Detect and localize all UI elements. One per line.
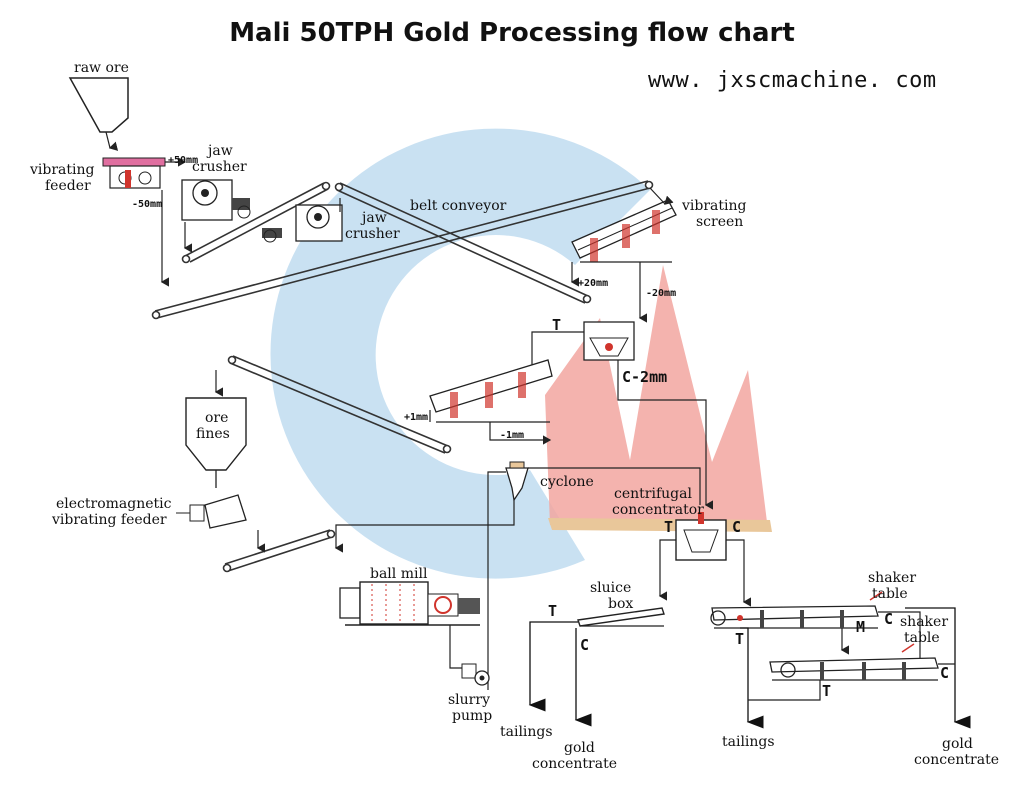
label-tailings-left: tailings xyxy=(500,724,553,740)
vibrating-screen-top xyxy=(570,187,677,323)
label-jaw-crusher-b-1: jaw xyxy=(360,210,387,226)
label-vibrating-screen-2: screen xyxy=(696,214,743,230)
label-t-sluice: T xyxy=(548,602,557,620)
label-belt-conveyor: belt conveyor xyxy=(410,198,507,214)
labels: raw ore vibrating feeder +50mm -50mm jaw… xyxy=(29,60,999,772)
cyclone xyxy=(334,461,701,690)
shaker-table-a xyxy=(710,591,921,729)
label-plus50: +50mm xyxy=(168,155,198,166)
raw-ore-hopper xyxy=(68,77,129,151)
label-shaker-a-2: table xyxy=(872,586,908,602)
label-shaker-b-2: table xyxy=(904,630,940,646)
label-slurry-pump-2: pump xyxy=(452,708,492,724)
label-shaker-b-1: shaker xyxy=(900,614,948,630)
sluice-box xyxy=(528,607,665,727)
jaw-crusher-b xyxy=(262,198,343,243)
label-gold-left-2: concentrate xyxy=(532,756,617,772)
label-gold-left-1: gold xyxy=(564,740,595,756)
website-url: www. jxscmachine. com xyxy=(648,68,937,93)
jaw-crusher-a xyxy=(181,179,251,253)
label-gold-right-1: gold xyxy=(942,736,973,752)
conveyor-4 xyxy=(227,355,452,454)
label-vibrating-feeder-2: feeder xyxy=(45,178,91,194)
label-minus20: -20mm xyxy=(646,288,676,299)
slurry-pump xyxy=(461,663,490,686)
ball-mill xyxy=(339,581,480,669)
label-slurry-pump-1: slurry xyxy=(448,692,490,708)
label-minus1: -1mm xyxy=(500,430,524,441)
conveyor-3 xyxy=(334,182,592,304)
label-centrifugal-1: centrifugal xyxy=(614,486,692,502)
label-vibrating-screen-1: vibrating xyxy=(681,198,747,214)
label-sluice-box-1: sluice xyxy=(590,580,631,596)
label-em-feeder-1: electromagnetic xyxy=(56,496,172,512)
vibrating-screen-middle xyxy=(429,359,553,445)
label-ore-fines-1: ore xyxy=(205,410,228,426)
label-em-feeder-2: vibrating feeder xyxy=(51,512,167,528)
label-raw-ore: raw ore xyxy=(74,60,129,76)
conveyors xyxy=(151,180,654,573)
label-c-shaker-a: C xyxy=(884,610,893,628)
conveyor-1 xyxy=(181,181,331,264)
logo-blue-arc xyxy=(270,128,650,579)
label-plus20: +20mm xyxy=(578,278,608,289)
label-t-jig: T xyxy=(552,316,561,334)
label-jaw-crusher-a-1: jaw xyxy=(206,143,233,159)
conveyor-2 xyxy=(151,180,654,320)
label-gold-right-2: concentrate xyxy=(914,752,999,768)
label-c-centrifugal: C xyxy=(732,518,741,536)
label-plus1: +1mm xyxy=(404,412,428,423)
chart-title: Mali 50TPH Gold Processing flow chart xyxy=(229,18,795,48)
label-vibrating-feeder-1: vibrating xyxy=(29,162,95,178)
label-c-sluice: C xyxy=(580,636,589,654)
label-tailings-right: tailings xyxy=(722,734,775,750)
label-cyclone: cyclone xyxy=(540,474,594,490)
label-jaw-crusher-a-2: crusher xyxy=(192,159,247,175)
em-vibrating-feeder xyxy=(176,494,266,553)
centrifugal-concentrator xyxy=(658,512,752,607)
shaker-table-b xyxy=(748,607,971,729)
label-centrifugal-2: concentrator xyxy=(612,502,704,518)
conveyor-5 xyxy=(222,529,336,573)
label-c-shaker-b: C xyxy=(940,664,949,682)
label-jaw-crusher-b-2: crusher xyxy=(345,226,400,242)
label-ore-fines-2: fines xyxy=(196,426,230,442)
ore-fines-bin xyxy=(185,370,247,488)
label-sluice-box-2: box xyxy=(608,596,633,612)
label-shaker-a-1: shaker xyxy=(868,570,916,586)
label-ball-mill: ball mill xyxy=(370,566,428,582)
vibrating-feeder xyxy=(102,157,187,287)
jig-box xyxy=(530,321,714,510)
label-t-centrifugal: T xyxy=(664,518,673,536)
label-t-shaker-b: T xyxy=(822,682,831,700)
label-t-shaker-a: T xyxy=(735,630,744,648)
label-minus50: -50mm xyxy=(132,199,162,210)
label-m-shaker-a: M xyxy=(856,618,865,636)
label-c-2mm: C-2mm xyxy=(622,368,667,386)
